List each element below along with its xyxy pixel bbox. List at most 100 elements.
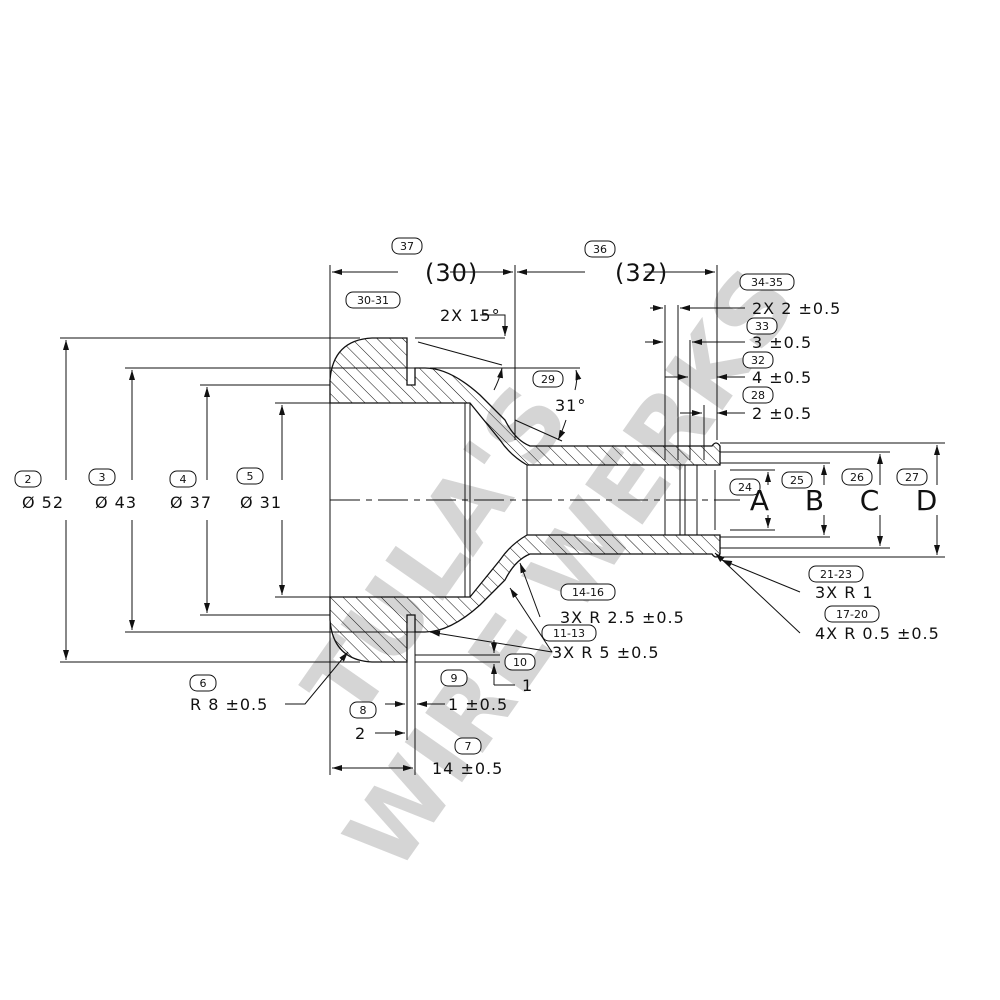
balloon-number: 27 bbox=[905, 471, 919, 484]
balloon-number: 26 bbox=[850, 471, 864, 484]
balloon bbox=[781, 471, 813, 489]
balloon bbox=[169, 470, 197, 488]
watermark: TULA'S WIRE WERKS bbox=[282, 249, 818, 889]
dimension-callout: 21-23 3X R 1 bbox=[808, 565, 874, 602]
balloon bbox=[742, 386, 774, 404]
dimension-callout: 14-16 3X R 2.5 ±0.5 bbox=[560, 583, 685, 627]
balloon-number: 7 bbox=[465, 740, 472, 753]
dimension-text: 14 ±0.5 bbox=[432, 759, 503, 778]
balloon bbox=[742, 351, 774, 369]
dimension-callout: 26C bbox=[841, 468, 881, 517]
dimension-callout: 24A bbox=[729, 478, 770, 517]
dimension-text: Ø 31 bbox=[240, 493, 282, 512]
flange-top bbox=[329, 337, 721, 466]
balloon bbox=[189, 674, 217, 692]
dimension-callout: 36(32) bbox=[584, 240, 667, 287]
dimension-callout: 10 1 bbox=[504, 653, 536, 695]
balloon bbox=[504, 653, 536, 671]
dimension-text: 3X R 5 ±0.5 bbox=[552, 643, 660, 662]
dimension-text: D bbox=[916, 484, 939, 517]
dimension-text: 4 ±0.5 bbox=[752, 368, 812, 387]
balloon-number: 17-20 bbox=[836, 608, 868, 621]
dimension-lines bbox=[60, 265, 945, 775]
dimension-callout: 28 2 ±0.5 bbox=[742, 386, 812, 423]
dimension-text: 4X R 0.5 ±0.5 bbox=[815, 624, 940, 643]
balloon bbox=[896, 468, 928, 486]
balloon bbox=[236, 467, 264, 485]
balloon-number: 24 bbox=[738, 481, 752, 494]
balloon-number: 32 bbox=[751, 354, 765, 367]
dimension-text: 3X R 2.5 ±0.5 bbox=[560, 608, 685, 627]
balloon-number: 29 bbox=[541, 373, 555, 386]
balloon-number: 6 bbox=[200, 677, 207, 690]
dimension-text: A bbox=[750, 484, 770, 517]
balloon-number: 36 bbox=[593, 243, 607, 256]
dimension-text: Ø 37 bbox=[170, 493, 212, 512]
balloon-number: 33 bbox=[755, 320, 769, 333]
dimension-text: C bbox=[860, 484, 881, 517]
balloon-number: 11-13 bbox=[553, 627, 585, 640]
balloon bbox=[14, 470, 42, 488]
dimension-callout: 30-31 2X 15° bbox=[345, 291, 501, 325]
dimension-callout: 3 Ø 43 bbox=[88, 468, 137, 512]
balloon-number: 21-23 bbox=[820, 568, 852, 581]
balloon bbox=[349, 701, 377, 719]
balloon-number: 9 bbox=[451, 672, 458, 685]
dimension-callout: 5Ø 31 bbox=[236, 467, 282, 512]
dimension-callout: 9 1 ±0.5 bbox=[440, 669, 508, 714]
balloon-number: 14-16 bbox=[572, 586, 604, 599]
dimension-text: 31° bbox=[555, 396, 586, 415]
dimension-text: 3 ±0.5 bbox=[752, 333, 812, 352]
balloon bbox=[440, 669, 468, 687]
balloon-number: 25 bbox=[790, 474, 804, 487]
balloon bbox=[808, 565, 864, 583]
balloon-number: 4 bbox=[180, 473, 187, 486]
dimension-callout: 4 Ø 37 bbox=[169, 470, 212, 512]
dimension-callout: 11-13 3X R 5 ±0.5 bbox=[541, 624, 660, 662]
dimension-callout: 333 ±0.5 bbox=[746, 317, 812, 352]
dimension-callout: 25B bbox=[781, 471, 824, 517]
balloon bbox=[391, 237, 423, 255]
balloon-number: 37 bbox=[400, 240, 414, 253]
balloon bbox=[541, 624, 597, 642]
balloon-number: 30-31 bbox=[357, 294, 389, 307]
dimension-text: 1 ±0.5 bbox=[448, 695, 508, 714]
balloon bbox=[345, 291, 401, 309]
dimension-callout: 27D bbox=[896, 468, 939, 517]
balloon bbox=[729, 478, 761, 496]
dimension-text: 1 bbox=[522, 676, 533, 695]
balloon bbox=[454, 737, 482, 755]
balloon bbox=[532, 370, 564, 388]
dimension-callout: 324 ±0.5 bbox=[742, 351, 812, 387]
balloon-number: 34-35 bbox=[751, 276, 783, 289]
balloon bbox=[746, 317, 778, 335]
balloon-number: 10 bbox=[513, 656, 527, 669]
dimension-callout: 17-20 4X R 0.5 ±0.5 bbox=[815, 605, 940, 643]
balloon-number: 2 bbox=[25, 473, 32, 486]
dimension-text: (30) bbox=[425, 259, 478, 287]
dimension-callout: 6 R 8 ±0.5 bbox=[189, 674, 268, 714]
dimension-text: R 8 ±0.5 bbox=[190, 695, 268, 714]
dimension-text: 2X 15° bbox=[440, 306, 501, 325]
balloon bbox=[739, 273, 795, 291]
dimension-callout: 82 bbox=[349, 701, 377, 743]
balloon bbox=[841, 468, 873, 486]
balloon-number: 3 bbox=[99, 471, 106, 484]
dimension-text: Ø 52 bbox=[22, 493, 64, 512]
dimension-callout: 2 Ø 52 bbox=[14, 470, 64, 512]
balloon-number: 28 bbox=[751, 389, 765, 402]
dimension-callout: 37 (30) bbox=[391, 237, 478, 287]
dimension-callout: 7 14 ±0.5 bbox=[432, 737, 503, 778]
balloon bbox=[824, 605, 880, 623]
dimension-text: 2 ±0.5 bbox=[752, 404, 812, 423]
dimension-text: 3X R 1 bbox=[815, 583, 874, 602]
part-section bbox=[329, 337, 740, 663]
balloon bbox=[88, 468, 116, 486]
flange-bottom bbox=[329, 534, 721, 663]
dimension-text: Ø 43 bbox=[95, 493, 137, 512]
